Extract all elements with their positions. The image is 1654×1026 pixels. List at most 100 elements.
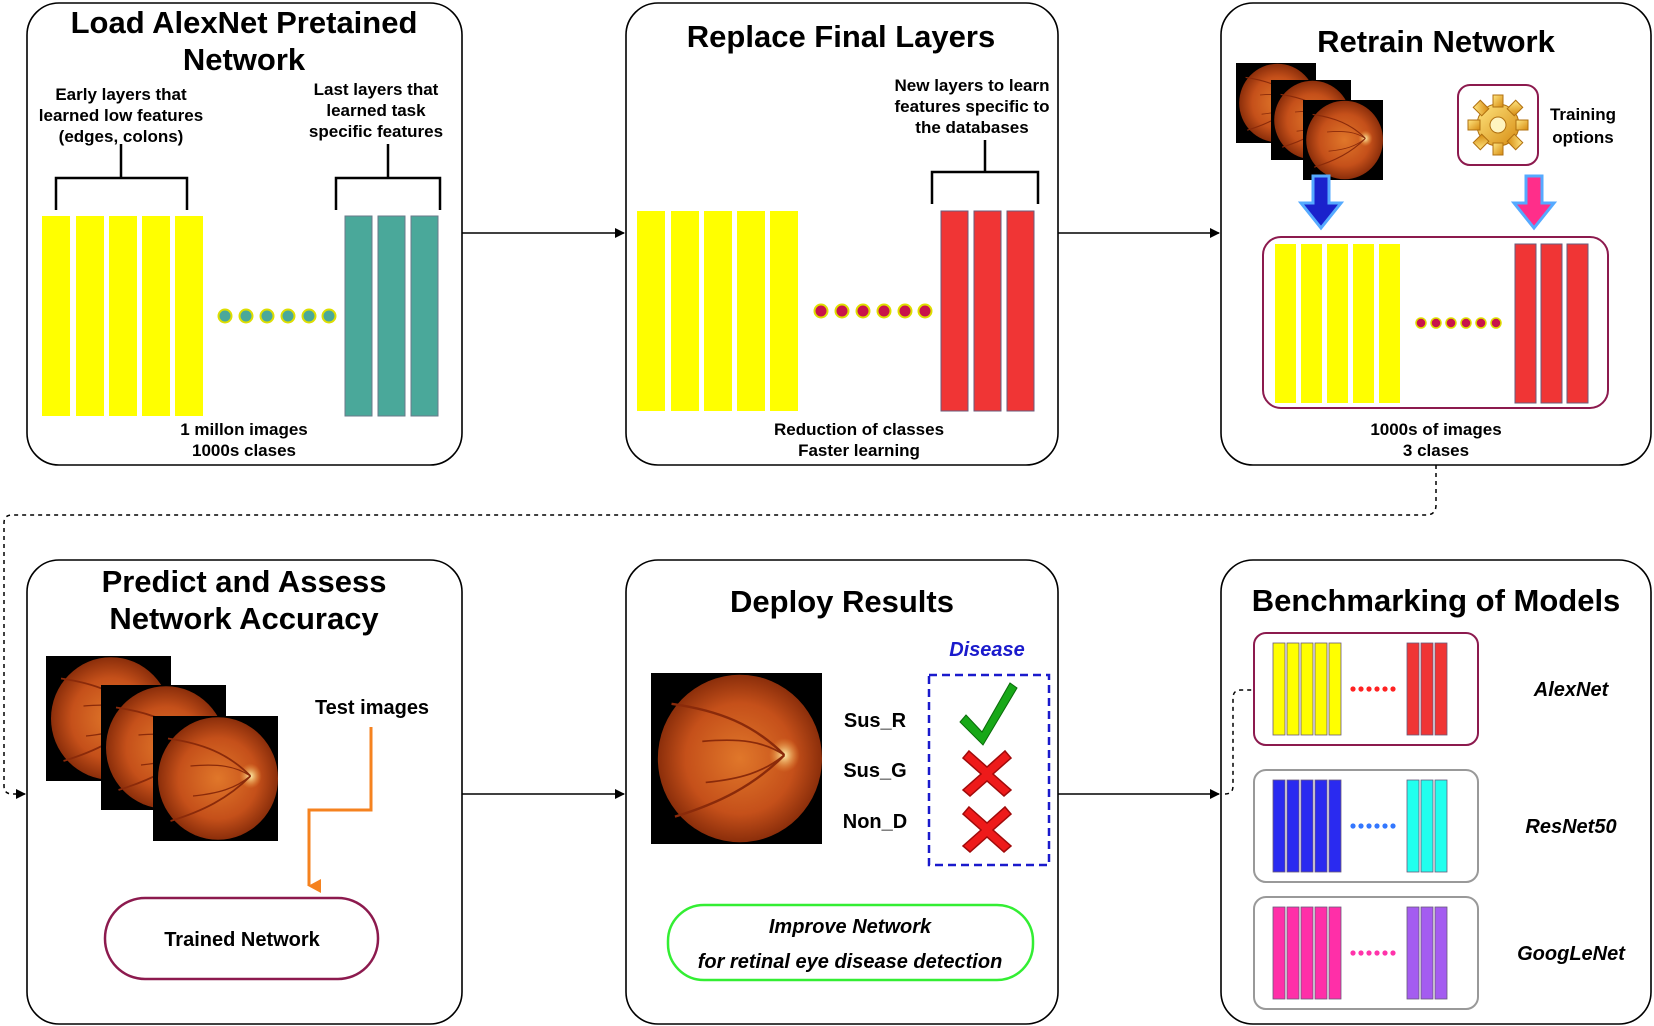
panel-footer: 1000s clases — [192, 441, 296, 460]
layer-bar — [1272, 779, 1286, 873]
layer-bar — [704, 211, 732, 411]
dot — [1390, 823, 1396, 829]
layer-bar — [1328, 642, 1342, 736]
network-frame — [1262, 236, 1609, 409]
layer-bar — [1420, 779, 1434, 873]
layer-bar — [1406, 642, 1420, 736]
improve-network-label: Improve Network — [769, 916, 932, 938]
last-layers-label: Last layers that — [314, 80, 439, 99]
dot — [1445, 317, 1457, 329]
panel-title: Load AlexNet Pretained — [71, 5, 418, 40]
dot — [1350, 686, 1356, 692]
layer-bar — [175, 216, 203, 416]
improve-network-pill — [666, 903, 1035, 982]
layer-bar — [1300, 906, 1314, 1000]
retina-image — [152, 715, 279, 842]
trained-network-label: Trained Network — [164, 929, 320, 951]
layer-bar — [1434, 779, 1448, 873]
improve-network-label: for retinal eye disease detection — [698, 951, 1003, 973]
panel-benchmarking: Benchmarking of Models AlexNetResNet50Go… — [1220, 559, 1652, 1025]
arrow-retrain-to-predict — [3, 465, 1437, 799]
model-name: AlexNet — [1533, 679, 1610, 701]
layer-bar — [377, 215, 406, 417]
panel-footer: 1000s of images — [1370, 420, 1501, 439]
dot — [1382, 950, 1388, 956]
panel-title: Benchmarking of Models — [1252, 583, 1621, 618]
orange-arrow — [307, 727, 373, 893]
layer-bar — [1406, 906, 1420, 1000]
dot — [1390, 950, 1396, 956]
dot — [855, 303, 871, 319]
retina-image — [649, 671, 824, 846]
dot — [1490, 317, 1502, 329]
dot — [280, 308, 296, 324]
dot — [813, 303, 829, 319]
layer-bar — [1514, 243, 1537, 404]
model-name: ResNet50 — [1525, 816, 1616, 838]
layer-bar — [76, 216, 104, 416]
retina-image — [1302, 99, 1384, 181]
dot — [1350, 823, 1356, 829]
panel-title: Network Accuracy — [109, 601, 379, 636]
training-options-label: options — [1552, 128, 1613, 147]
dot — [1374, 950, 1380, 956]
dot — [1366, 823, 1372, 829]
panel-footer: Faster learning — [798, 441, 920, 460]
layer-bar — [1314, 642, 1328, 736]
panel-title: Deploy Results — [730, 584, 954, 619]
layer-bar — [1327, 244, 1348, 403]
layer-bar — [1300, 642, 1314, 736]
dot — [1374, 823, 1380, 829]
layer-bar — [1286, 906, 1300, 1000]
panel-predict-assess: Predict and Assess Network Accuracy Test… — [26, 559, 463, 1025]
panel-load-network: Load AlexNet Pretained Network Early lay… — [26, 2, 463, 466]
panel-title: Replace Final Layers — [687, 19, 995, 54]
training-options-label: Training — [1550, 105, 1616, 124]
layer-bar — [1566, 243, 1589, 404]
result-row-label: Sus_G — [843, 760, 906, 782]
dot — [1358, 686, 1364, 692]
layer-bar — [671, 211, 699, 411]
dot — [217, 308, 233, 324]
model-row-resnet50: ResNet50 — [1253, 769, 1617, 883]
layer-bar — [1286, 779, 1300, 873]
early-layers-label: (edges, colons) — [59, 127, 184, 146]
dot — [1460, 317, 1472, 329]
layer-bar — [1420, 642, 1434, 736]
layer-dots — [217, 308, 337, 324]
layer-bar — [142, 216, 170, 416]
pretrained-last-bars — [344, 215, 439, 417]
model-row-alexnet: AlexNet — [1253, 632, 1610, 746]
dot — [917, 303, 933, 319]
layer-bar — [1434, 642, 1448, 736]
dot — [1382, 686, 1388, 692]
layer-bar — [410, 215, 439, 417]
cross-icon — [961, 805, 1013, 853]
gear-icon — [1467, 94, 1529, 156]
dot — [1374, 686, 1380, 692]
early-layers-label: learned low features — [39, 106, 203, 125]
dot — [1475, 317, 1487, 329]
new-layers-label: the databases — [915, 118, 1028, 137]
dot — [897, 303, 913, 319]
layer-bar — [1434, 906, 1448, 1000]
model-name: GoogLeNet — [1517, 943, 1626, 965]
last-layers-label: learned task — [326, 101, 426, 120]
dot — [1350, 950, 1356, 956]
layer-bar — [42, 216, 70, 416]
dot — [321, 308, 337, 324]
dot — [834, 303, 850, 319]
cross-icon — [961, 749, 1013, 797]
new-last-bars — [1514, 243, 1589, 404]
disease-box — [927, 673, 1051, 867]
layer-dots — [813, 303, 933, 319]
dot — [1430, 317, 1442, 329]
layer-bar — [1286, 642, 1300, 736]
blue-down-arrow — [1297, 174, 1345, 231]
layer-bar — [1272, 642, 1286, 736]
layer-bar — [1006, 210, 1035, 412]
result-row-label: Non_D — [843, 811, 907, 833]
dot — [259, 308, 275, 324]
